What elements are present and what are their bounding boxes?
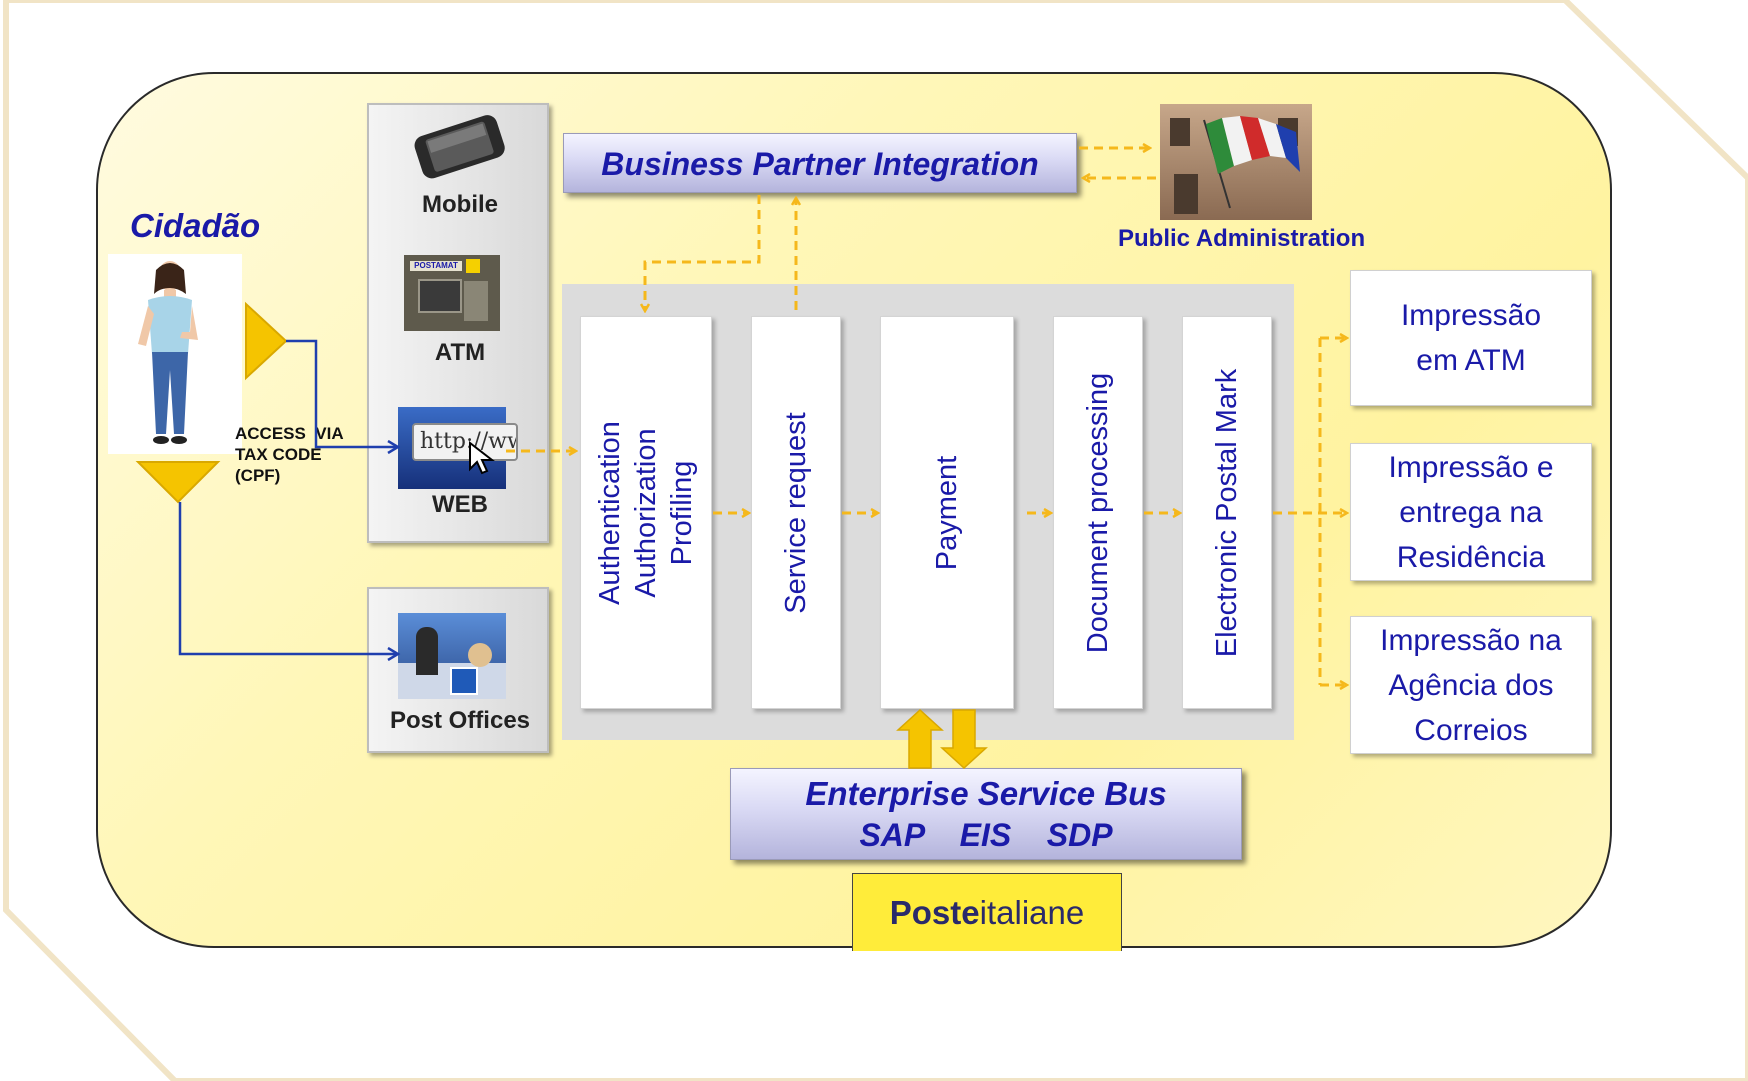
arrow-bpi-to-auth [645,195,761,311]
output-atm-label: Impressão em ATM [1400,299,1542,377]
building-window [1170,118,1190,146]
sign-icon [450,667,478,695]
esb-systems: SAP EIS SDP [859,817,1113,853]
logo-bold-text: Poste [889,893,980,931]
citizen-title: Cidadão [130,207,261,244]
post-offices-panel: Post Offices [367,587,549,753]
web-browser-icon: http://www [398,407,518,489]
channels-panel: Mobile POSTAMAT ATM http://www WEB [367,103,549,543]
atm-logo-mark [466,259,480,273]
step-document-processing: Document processing [1053,316,1143,709]
public-administration-label: Public Administration [1118,225,1366,252]
step-payment: Payment [880,316,1014,709]
atm-screen [418,279,462,313]
mobile-phone-icon [407,113,511,188]
clerk-figure [468,643,492,667]
mouse-cursor-icon [469,441,495,475]
access-via-tax-code-label: ACCESS VIA TAX CODE (CPF) [235,424,344,485]
output-home-delivery: Impressão e entrega na Residência [1350,443,1592,581]
public-administration-building-icon [1160,104,1312,220]
citizen-figure [108,254,242,454]
step-authentication: Authentication Authorization Profiling [580,316,712,709]
atm-machine-icon: POSTAMAT [404,255,500,331]
logo-regular-text: italiane [979,893,1085,931]
atm-keypad [464,281,488,321]
customer-figure [416,627,438,675]
channel-atm-label: ATM [434,339,486,366]
output-post-agency-label: Impressão na Agência dos Correios [1380,623,1562,747]
building-window [1174,174,1198,214]
arrow-esb-down-icon [940,709,988,770]
business-partner-label: Business Partner Integration [601,146,1039,182]
right-triangle-icon [245,301,288,381]
down-triangle-icon [135,461,221,504]
arrow-esb-up-icon [896,708,944,769]
channel-mobile-label: Mobile [422,191,498,218]
connector-to-post-offices [178,502,398,654]
step-electronic-postal-mark: Electronic Postal Mark [1182,316,1272,709]
step-service-request: Service request [751,316,841,709]
channel-web-label: WEB [432,491,488,518]
enterprise-service-bus-bar: Enterprise Service Bus SAP EIS SDP [730,768,1242,860]
flags-icon [1203,116,1300,209]
esb-title: Enterprise Service Bus [805,775,1167,812]
output-home-delivery-label: Impressão e entrega na Residência [1388,450,1554,574]
channel-post-offices-label: Post Offices [389,707,531,734]
output-post-agency: Impressão na Agência dos Correios [1350,616,1592,754]
business-partner-bar: Business Partner Integration [563,133,1077,193]
connector-to-web [286,339,398,447]
post-office-photo-icon [398,613,506,699]
atm-sign: POSTAMAT [410,261,462,271]
output-atm: Impressão em ATM [1350,270,1592,406]
url-bar: http://www [412,423,518,461]
